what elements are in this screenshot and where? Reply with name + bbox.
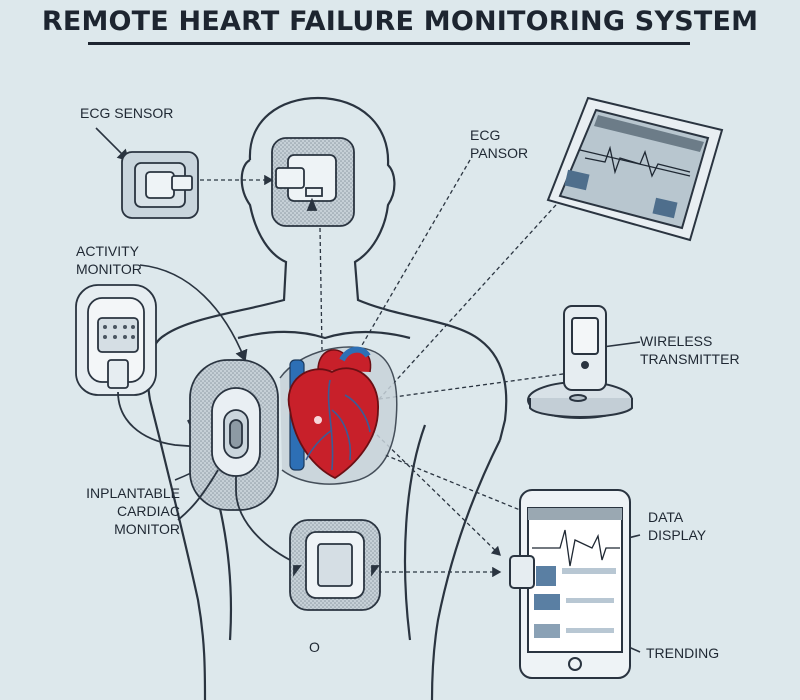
label-implantable-line1: INPLANTABLE bbox=[86, 485, 180, 501]
label-implantable-monitor: INPLANTABLE CARDIAC MONITOR bbox=[80, 484, 180, 538]
label-data-display-line2: DISPLAY bbox=[648, 527, 707, 543]
wireless-transmitter-device bbox=[527, 305, 633, 419]
label-wireless-transmitter: WIRELESS TRANSMITTER bbox=[640, 332, 740, 368]
label-ecg-pansor-line2: PANSOR bbox=[470, 145, 529, 161]
label-ecg-pansor: ECG PANSOR bbox=[470, 126, 528, 162]
smartphone-data-display bbox=[509, 489, 631, 679]
label-wireless-transmitter-line1: WIRELESS bbox=[640, 333, 713, 349]
implantable-cardiac-monitor bbox=[177, 359, 291, 561]
lower-chest-patch bbox=[289, 519, 381, 611]
tablet-device bbox=[546, 96, 724, 242]
label-activity-monitor: ACTIVITY MONITOR bbox=[76, 242, 142, 278]
label-wireless-transmitter-line2: TRANSMITTER bbox=[640, 351, 740, 367]
label-data-display-line1: DATA bbox=[648, 509, 684, 525]
label-implantable-line2: CARDIAC bbox=[116, 503, 180, 519]
ecg-sensor-device bbox=[121, 151, 199, 219]
label-implantable-line3: MONITOR bbox=[114, 521, 180, 537]
label-activity-monitor-line2: MONITOR bbox=[76, 261, 142, 277]
activity-monitor-device bbox=[75, 284, 216, 449]
label-ecg-pansor-line1: ECG bbox=[470, 127, 501, 143]
label-trending: TRENDING bbox=[646, 645, 720, 661]
title-underline bbox=[88, 42, 690, 45]
label-data-display: DATA DISPLAY bbox=[648, 508, 706, 544]
heart-illustration bbox=[287, 346, 379, 480]
diagram-title: REMOTE HEART FAILURE MONITORING SYSTEM bbox=[41, 6, 759, 37]
bottom-mark: O bbox=[309, 639, 320, 655]
neck-ecg-patch bbox=[271, 137, 355, 227]
label-ecg-sensor: ECG SENSOR bbox=[80, 105, 174, 121]
label-activity-monitor-line1: ACTIVITY bbox=[76, 243, 140, 259]
